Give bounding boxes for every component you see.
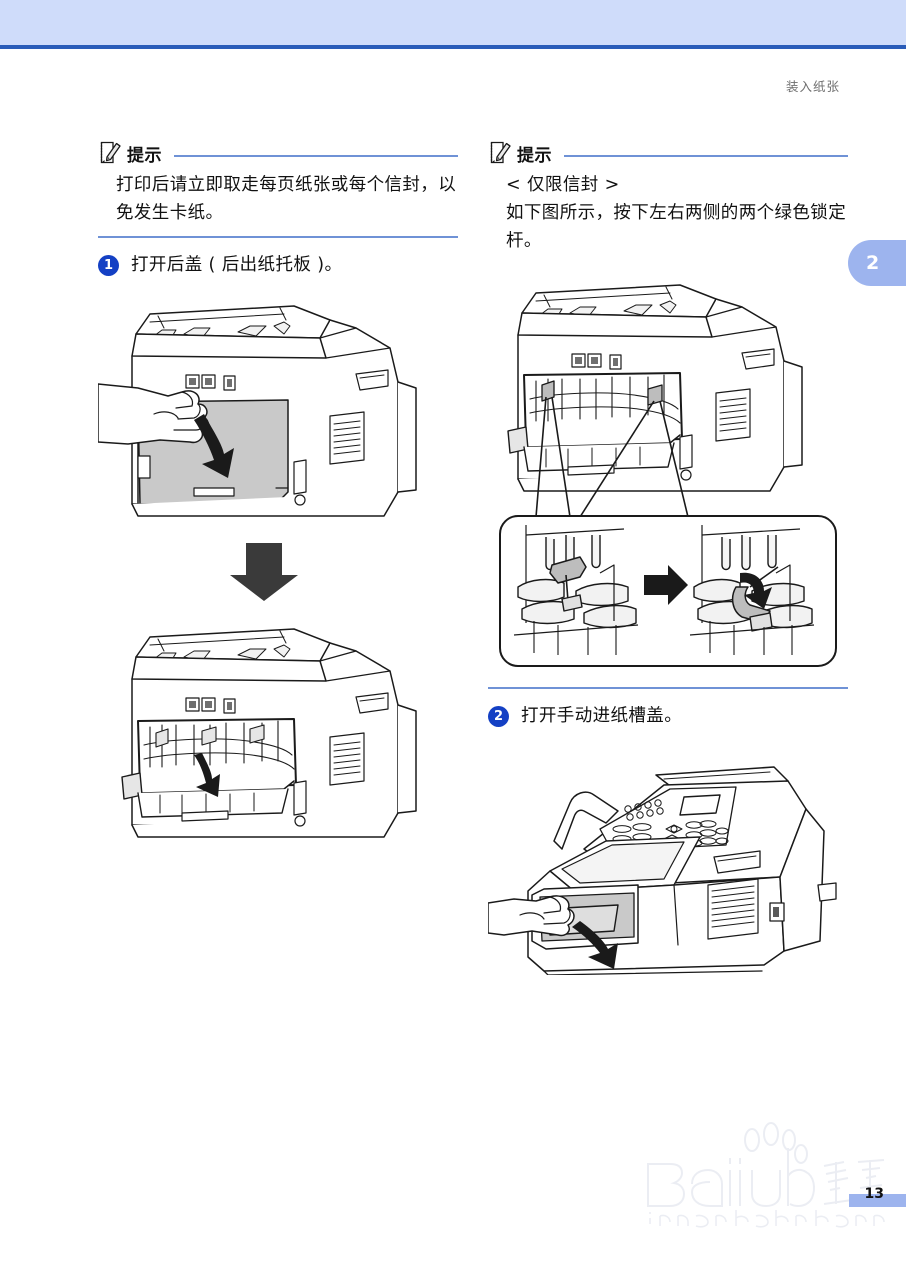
step-1-badge: 1	[98, 255, 119, 276]
page-top-rule	[0, 45, 906, 49]
chapter-tab: 2	[848, 240, 906, 286]
note-header-rule-right	[564, 155, 848, 157]
note-header-rule-left	[174, 155, 458, 157]
figure-down-arrow	[98, 541, 458, 603]
note-pencil-icon	[98, 140, 124, 166]
note-header-right: 提示	[488, 140, 848, 166]
note-body-right-line1: < 仅限信封 >	[506, 175, 620, 195]
figure-fax-front-manual-feed	[488, 745, 848, 975]
figure-printer-rear-opened	[98, 617, 458, 847]
step-2: 2 打开手动进纸槽盖。	[488, 703, 848, 729]
note-title-right: 提示	[517, 145, 552, 166]
left-column: 提示 打印后请立即取走每页纸张或每个信封，以免发生卡纸。 1 打开后盖 ( 后出…	[98, 140, 458, 847]
note-body-right: < 仅限信封 > 如下图所示，按下左右两侧的两个绿色锁定杆。	[506, 171, 848, 255]
right-column: 提示 < 仅限信封 > 如下图所示，按下左右两侧的两个绿色锁定杆。	[488, 140, 848, 975]
running-header: 装入纸张	[785, 79, 840, 94]
baidu-jingyan-watermark	[640, 1118, 890, 1228]
note-body-right-line2: 如下图所示，按下左右两侧的两个绿色锁定杆。	[506, 203, 847, 251]
footer-bar	[849, 1194, 906, 1207]
step-1: 1 打开后盖 ( 后出纸托板 )。	[98, 252, 458, 278]
page-number: 13	[864, 1186, 884, 1202]
note-body-left: 打印后请立即取走每页纸张或每个信封，以免发生卡纸。	[116, 175, 457, 223]
note-footer-rule-left	[98, 236, 458, 238]
figure-lock-lever-detail	[488, 513, 848, 671]
section-rule-right	[488, 687, 848, 689]
figure-printer-rear-hand-open	[98, 292, 458, 537]
chapter-tab-number: 2	[866, 252, 880, 274]
step-2-badge: 2	[488, 706, 509, 727]
figure-printer-rear-callouts	[488, 277, 848, 517]
note-header-left: 提示	[98, 140, 458, 166]
note-pencil-icon	[488, 140, 514, 166]
page-top-band	[0, 0, 906, 45]
note-title-left: 提示	[127, 145, 162, 166]
step-2-text: 打开手动进纸槽盖。	[521, 706, 683, 726]
step-1-text: 打开后盖 ( 后出纸托板 )。	[131, 255, 343, 275]
